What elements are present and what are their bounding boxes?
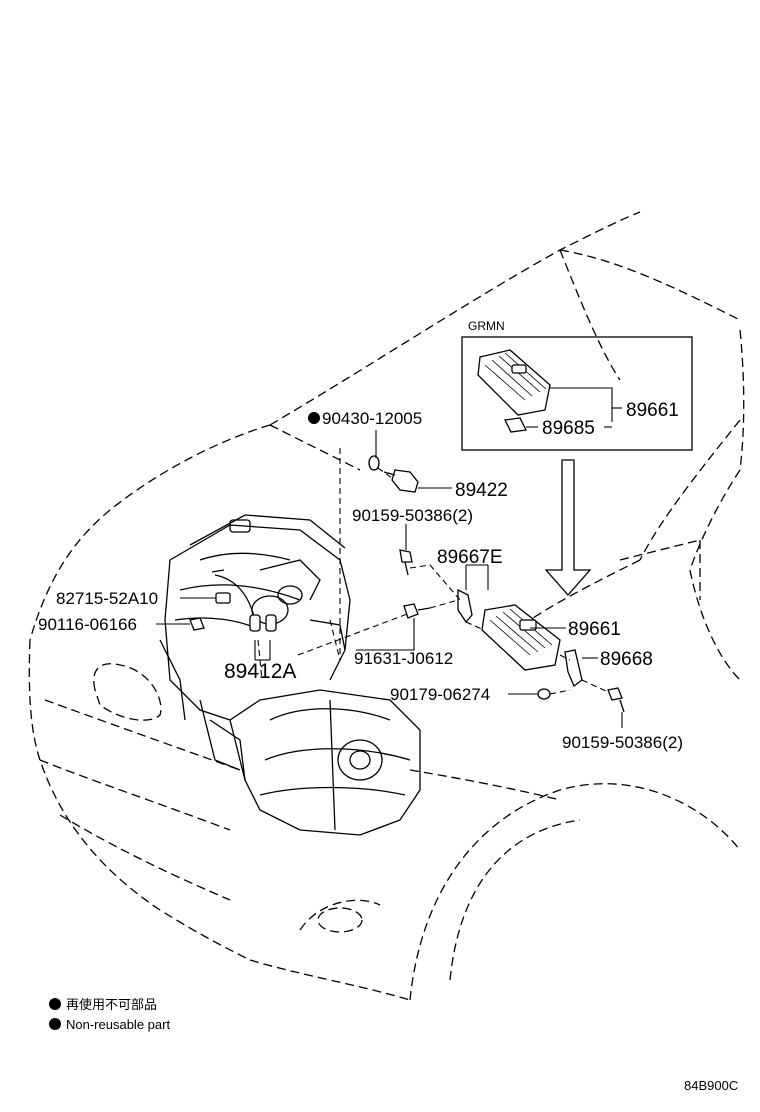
part-label-90116-06166: 90116-06166 — [38, 615, 137, 634]
bolt-lower-part — [607, 687, 625, 713]
part-label-91631-J0612: 91631-J0612 — [354, 649, 453, 668]
part-label-89668: 89668 — [600, 649, 653, 670]
legend-marker-1 — [49, 998, 61, 1010]
part-label-90179-06274: 90179-06274 — [390, 685, 490, 704]
ecu-89661-main-part — [481, 604, 561, 671]
part-label-82715-52A10: 82715-52A10 — [56, 589, 158, 608]
component-parts — [189, 455, 625, 713]
part-label-89667E: 89667E — [437, 547, 503, 568]
legend: 再使用不可部品 Non-reusable part — [49, 997, 170, 1032]
oxygen-sensor-part — [211, 569, 277, 632]
part-label-90430-12005: 90430-12005 — [322, 409, 422, 428]
bracket-89668-part — [564, 649, 583, 688]
wire-clamp-part — [215, 592, 231, 604]
grmn-inset — [461, 336, 693, 451]
label-89685-part — [504, 417, 527, 433]
bracket-89667E-part — [457, 588, 473, 624]
part-label-89661-inset: 89661 — [626, 400, 679, 421]
part-label-89422: 89422 — [455, 480, 508, 501]
legend-text-japanese: 再使用不可部品 — [66, 997, 157, 1012]
legend-marker-2 — [49, 1018, 61, 1030]
stud-bolt-part — [189, 617, 205, 631]
part-label-89661-main: 89661 — [568, 619, 621, 640]
bolt-upper-part — [399, 549, 413, 576]
legend-text-english: Non-reusable part — [66, 1017, 170, 1032]
leader-lines — [156, 430, 623, 728]
non-reusable-marker — [308, 412, 320, 424]
part-label-90159-50386-lower: 90159-50386(2) — [562, 733, 683, 752]
engine-assembly — [159, 514, 421, 836]
ecu-89661-inset-part — [477, 349, 551, 416]
part-label-90159-50386-upper: 90159-50386(2) — [352, 506, 473, 525]
inset-label: GRMN — [468, 319, 505, 333]
sensor-89422-part — [383, 469, 419, 493]
part-labels: GRMN 89661 89685 90430-12005 89422 90159… — [38, 319, 683, 752]
part-label-89685: 89685 — [542, 418, 595, 439]
figure-code: 84B900C — [684, 1078, 738, 1093]
vehicle-body-outline — [28, 211, 745, 1001]
gasket-ring-part — [368, 455, 380, 471]
part-label-89412A: 89412A — [224, 660, 296, 683]
nut-90179-part — [537, 688, 551, 700]
bolt-91631-part — [403, 603, 431, 619]
